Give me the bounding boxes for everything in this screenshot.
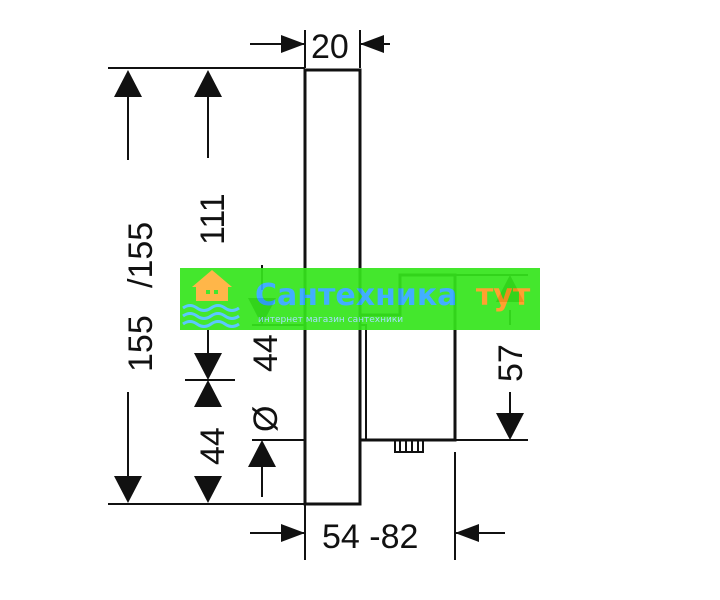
dim-height-upper-label: 111 — [194, 193, 232, 245]
dim-depth-bottom: 54 -82 — [250, 452, 505, 560]
watermark-brand-main: Сантехника — [255, 278, 457, 313]
dim-depth-bottom-label: 54 -82 — [322, 518, 418, 556]
dim-height-total: 155 /155 — [114, 70, 160, 503]
dim-height-alt-label: /155 — [122, 222, 160, 288]
dim-width-top: 20 — [250, 28, 390, 68]
dim-width-top-label: 20 — [311, 28, 349, 66]
dim-diameter-symbol: Ø — [247, 406, 285, 432]
dim-lower-gap: 44 — [194, 330, 232, 503]
dim-height-upper: 111 — [194, 70, 232, 245]
dim-height-total-label: 155 — [122, 315, 160, 372]
watermark: Сантехника тут интернет магазин сантехни… — [180, 268, 540, 330]
watermark-band — [180, 268, 540, 330]
dim-depth-right-label: 57 — [492, 344, 530, 382]
dim-diameter: Ø — [247, 406, 305, 497]
house-logo-icon — [182, 270, 240, 328]
dim-lower-gap-label: 44 — [194, 427, 232, 465]
svg-text:Сантехника тут: Сантехника тут — [255, 278, 531, 313]
dim-upper-gap-label: 44 — [247, 334, 285, 372]
watermark-brand-accent: тут — [476, 278, 531, 313]
watermark-tagline: интернет магазин сантехники — [258, 315, 403, 325]
